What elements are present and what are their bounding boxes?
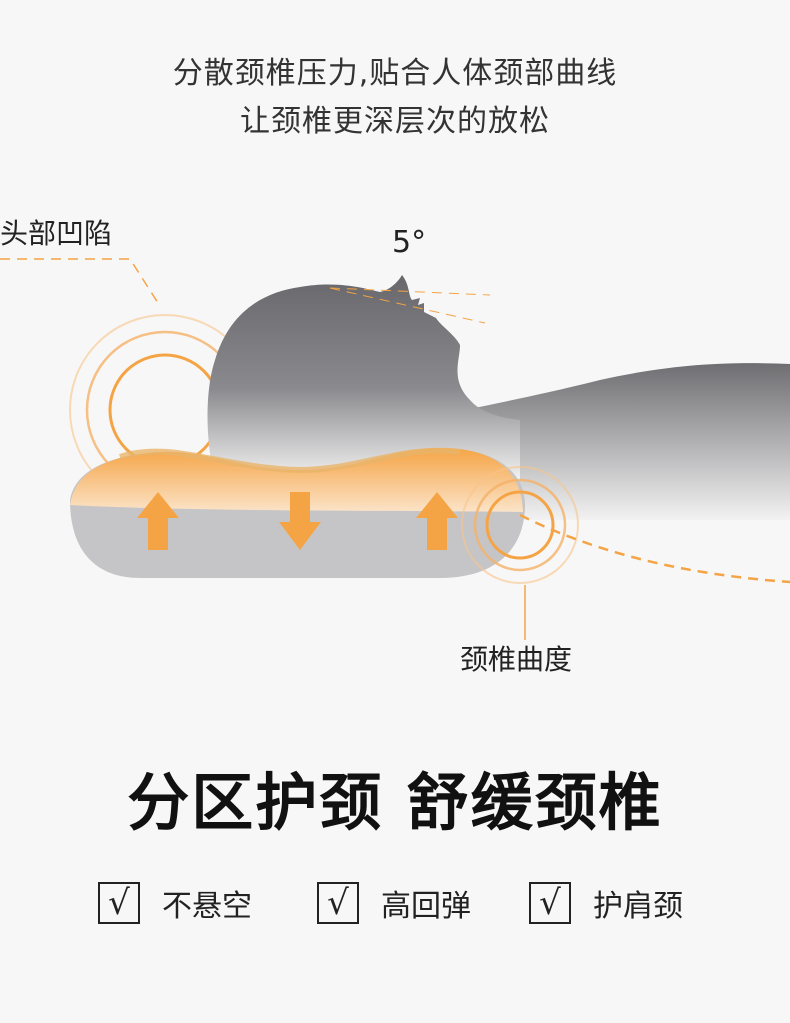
subtitle-line-1: 分散颈椎压力,贴合人体颈部曲线 <box>172 56 618 91</box>
checkbox-icon: √ <box>98 882 140 924</box>
head-silhouette <box>207 275 520 480</box>
neck-curve-label: 颈椎曲度 <box>460 643 573 676</box>
checkbox-icon: √ <box>529 882 571 924</box>
neck-rings <box>461 466 579 584</box>
subtitle-line-2: 让颈椎更深层次的放松 <box>240 104 550 139</box>
arrow-up-icon-left <box>137 492 179 550</box>
arrow-up-icon-right <box>416 492 458 550</box>
angle-label: 5° <box>392 225 427 260</box>
pillow-illustration <box>0 258 790 640</box>
feature-item: √ 不悬空 <box>98 880 252 926</box>
feature-label: 护肩颈 <box>593 889 683 924</box>
head-concave-label: 头部凹陷 <box>0 217 113 250</box>
feature-item: √ 高回弹 <box>317 880 471 926</box>
feature-label: 高回弹 <box>381 889 471 924</box>
main-heading: 分区护颈 舒缓颈椎 <box>127 766 663 839</box>
feature-label: 不悬空 <box>162 889 252 924</box>
checkbox-icon: √ <box>317 882 359 924</box>
feature-item: √ 护肩颈 <box>529 880 683 926</box>
dashed-leaders <box>0 258 790 640</box>
arrow-down-icon <box>279 492 321 550</box>
